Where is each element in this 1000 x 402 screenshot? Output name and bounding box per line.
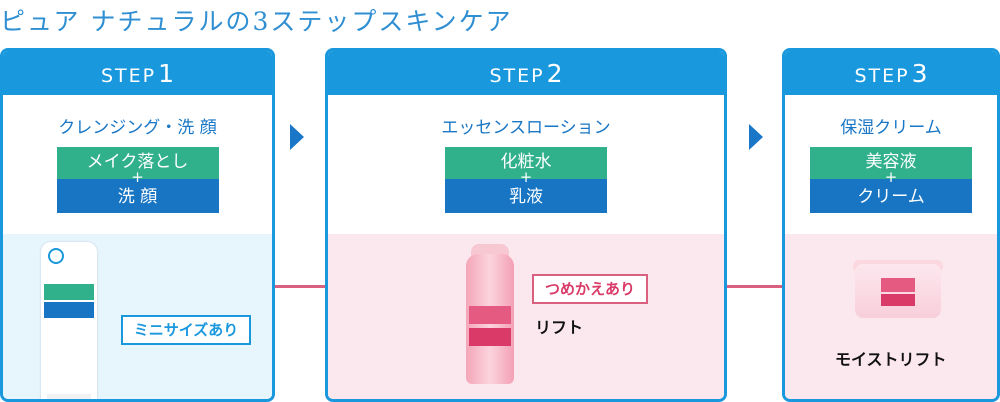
step-subtitle: クレンジング・洗 顔 xyxy=(58,118,217,138)
tube-cap xyxy=(47,394,91,399)
product-type-label: 化粧水 乳液 + xyxy=(445,147,607,213)
step-word: STEP xyxy=(489,65,545,87)
step-number: 2 xyxy=(546,59,563,88)
bottle-label xyxy=(469,328,511,346)
mini-size-tag: ミニサイズあり xyxy=(121,315,251,345)
step-card-2: STEP2 エッセンスローション 化粧水 乳液 + つめかえあり リフト xyxy=(325,48,727,402)
arrow-right-icon xyxy=(290,124,304,150)
connector-line-1 xyxy=(272,285,330,288)
tube-label-green xyxy=(44,284,94,300)
plus-sign: + xyxy=(131,168,144,186)
step-header: STEP2 xyxy=(328,51,724,95)
cleansing-tube-image xyxy=(41,242,97,399)
step-header: STEP3 xyxy=(785,51,997,95)
step-number: 3 xyxy=(911,59,928,88)
product-caption: モイストリフト xyxy=(835,350,947,369)
step-word: STEP xyxy=(854,65,910,87)
plus-sign: + xyxy=(519,168,533,186)
connector-line-2 xyxy=(725,285,787,288)
step-card-1: STEP1 クレンジング・洗 顔 メイク落とし 洗 顔 + ミニサイズあり xyxy=(0,48,275,402)
arrow-right-icon xyxy=(749,124,763,150)
tube-badge-icon xyxy=(48,248,64,264)
jar-label xyxy=(881,278,915,292)
product-type-label: 美容液 クリーム + xyxy=(810,147,972,213)
tube-label-blue xyxy=(44,302,94,318)
step-subtitle: エッセンスローション xyxy=(441,118,611,138)
label-top: メイク落とし xyxy=(56,147,219,179)
page-title: ピュア ナチュラルの3ステップスキンケア xyxy=(0,7,513,36)
bottle-label xyxy=(469,306,511,324)
label-bottom: 乳液 xyxy=(445,179,607,213)
product-area: モイストリフト xyxy=(785,234,997,399)
step-subtitle: 保湿クリーム xyxy=(840,118,942,138)
product-caption: リフト xyxy=(535,318,584,337)
product-area: つめかえあり リフト xyxy=(328,234,724,399)
product-type-label: メイク落とし 洗 顔 + xyxy=(56,147,219,213)
step-number: 1 xyxy=(158,59,175,88)
step-card-3: STEP3 保湿クリーム 美容液 クリーム + モイストリフト xyxy=(782,48,1000,402)
label-top: 化粧水 xyxy=(445,147,607,179)
label-bottom: クリーム xyxy=(810,179,972,213)
plus-sign: + xyxy=(884,168,898,186)
label-bottom: 洗 顔 xyxy=(56,179,219,213)
refill-tag: つめかえあり xyxy=(532,274,648,304)
step-word: STEP xyxy=(100,65,157,87)
jar-label xyxy=(881,294,915,306)
product-area: ミニサイズあり xyxy=(3,234,272,399)
label-top: 美容液 xyxy=(810,147,972,179)
step-header: STEP1 xyxy=(3,51,272,95)
